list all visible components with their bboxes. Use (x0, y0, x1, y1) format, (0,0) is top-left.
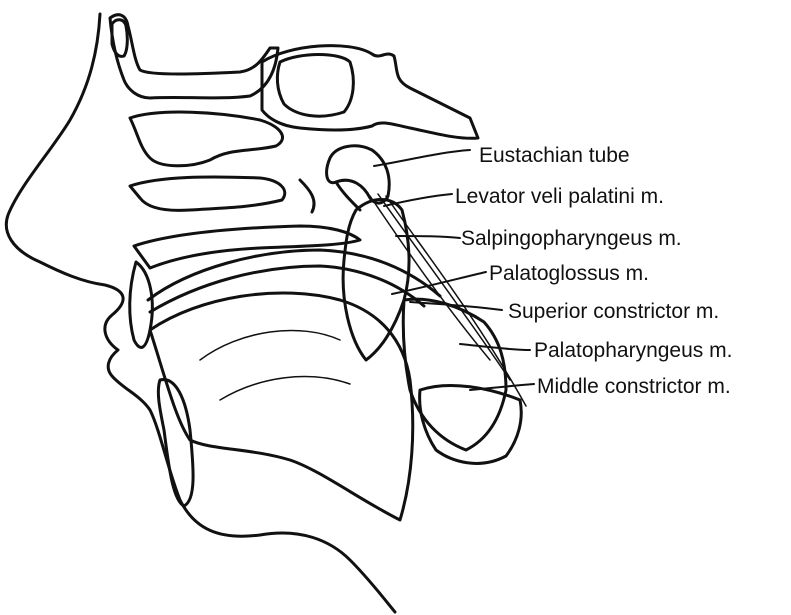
palate (134, 226, 440, 312)
label-levator-veli-palatini: Levator veli palatini m. (455, 185, 664, 208)
label-superior-constrictor: Superior constrictor m. (508, 300, 719, 323)
face-profile (6, 14, 395, 612)
label-middle-constrictor: Middle constrictor m. (537, 375, 731, 398)
label-palatoglossus: Palatoglossus m. (489, 262, 649, 285)
frontal-sinus (110, 15, 278, 98)
lips-chin (130, 262, 193, 506)
label-palatopharyngeus: Palatopharyngeus m. (534, 339, 732, 362)
sphenoid-bone (262, 46, 478, 139)
label-eustachian-tube: Eustachian tube (479, 144, 630, 167)
label-salpingopharyngeus: Salpingopharyngeus m. (461, 227, 682, 250)
tongue (150, 293, 413, 520)
